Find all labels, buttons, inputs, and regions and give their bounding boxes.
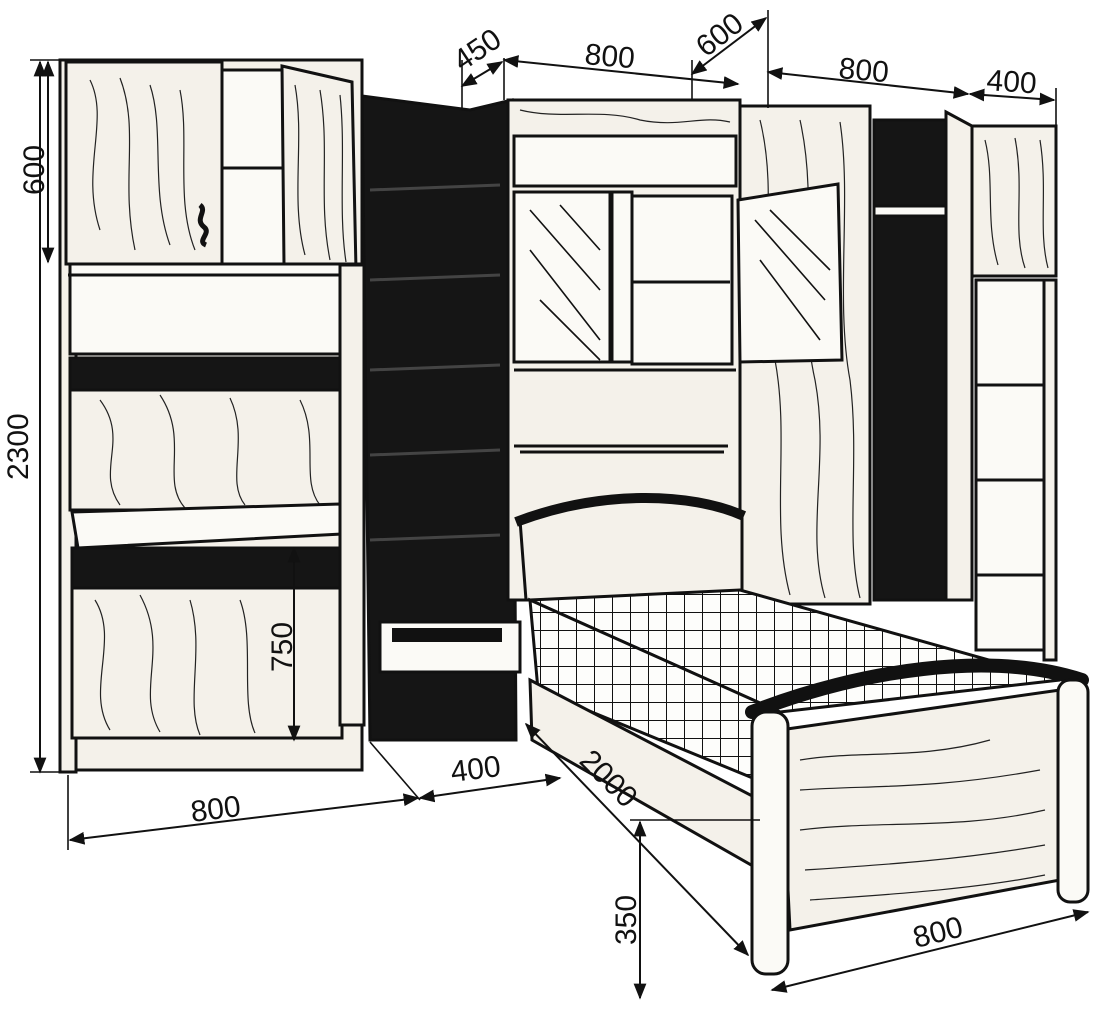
dim-top-right-depth: 600 [690, 7, 750, 64]
dim-wardrobe-width: 800 [837, 52, 890, 89]
dimension-lines [30, 10, 1090, 1000]
dim-top-cabinet-height: 600 [18, 145, 51, 195]
corner-shelf-unit [360, 94, 522, 742]
dim-corner-depth: 400 [449, 750, 503, 789]
door-handle-icon [197, 203, 209, 248]
dim-top-corner-depth: 450 [447, 22, 507, 77]
dim-middle-width: 800 [583, 38, 636, 75]
left-top-cabinet-door [64, 60, 224, 266]
dim-left-height: 2300 [2, 413, 35, 480]
dim-bed-height: 350 [610, 895, 643, 945]
dim-bed-width: 800 [910, 911, 967, 955]
mirror-door [736, 182, 844, 364]
wardrobe-unit [736, 104, 1058, 662]
dim-left-width: 800 [189, 790, 243, 829]
glass-door-left [512, 190, 612, 364]
dim-right-shelf-width: 400 [986, 64, 1038, 100]
footboard [778, 688, 1062, 932]
dim-desk-height: 750 [266, 622, 299, 672]
left-open-door [280, 64, 358, 272]
left-desk-unit [58, 58, 366, 774]
